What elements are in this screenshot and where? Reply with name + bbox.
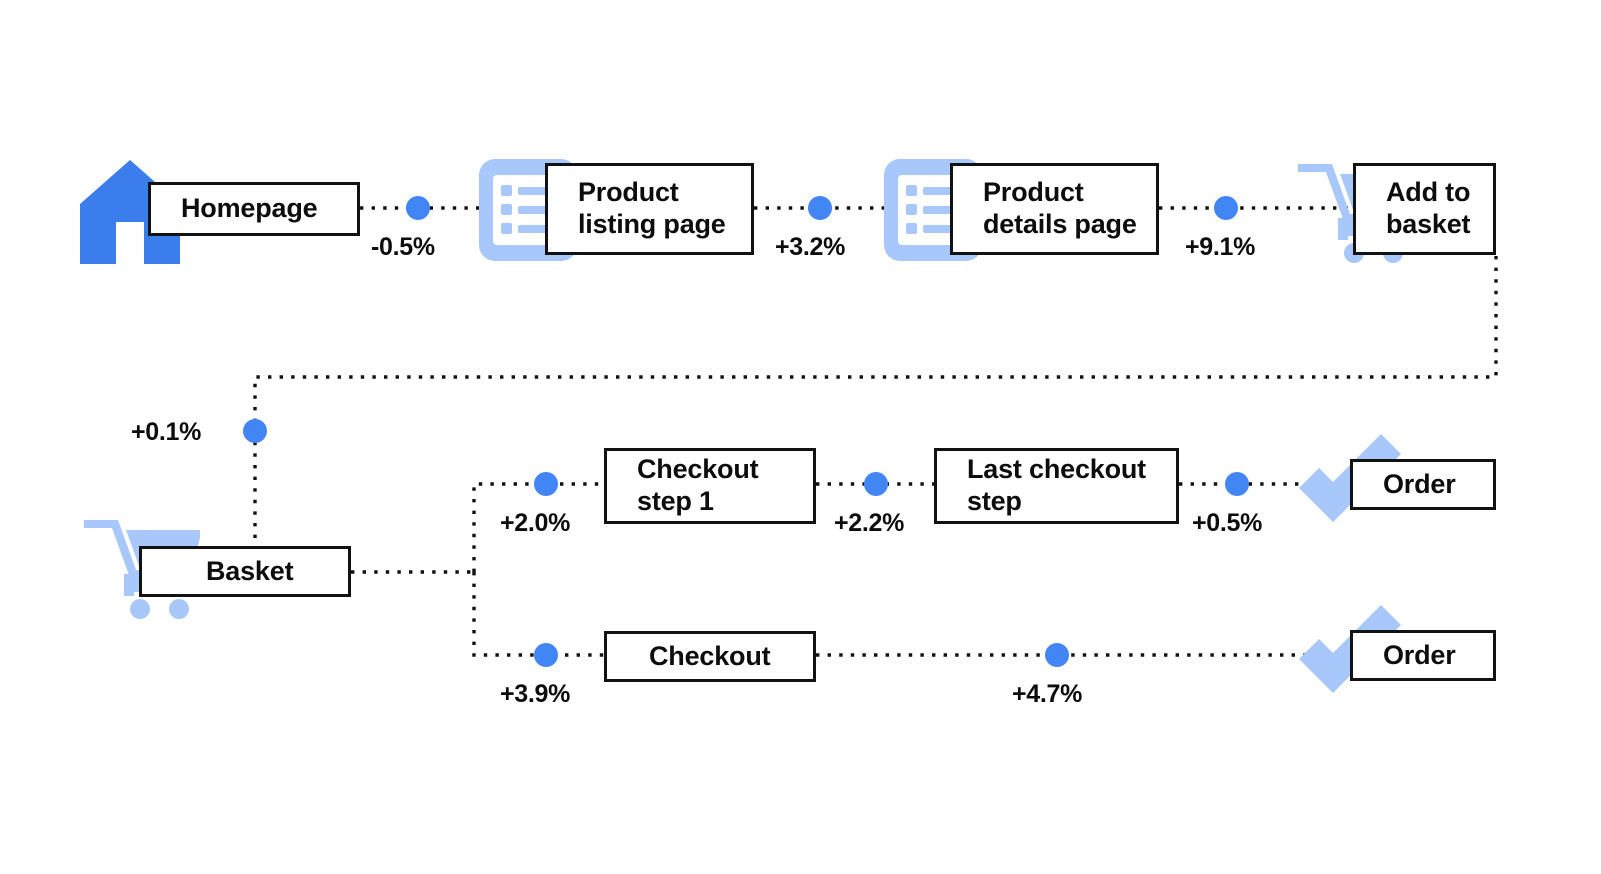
edge-dot-listing-to-details[interactable] — [808, 196, 832, 220]
node-label: Checkout step 1 — [637, 454, 759, 516]
node-add-to-basket[interactable]: Add to basket — [1353, 163, 1496, 255]
edge-dot-basket-to-checkout[interactable] — [534, 643, 558, 667]
edge-label-listing-to-details: +3.2% — [775, 233, 846, 261]
edge-label-add-to-basket-to-basket: +0.1% — [131, 418, 202, 446]
edge-dot-homepage-to-listing[interactable] — [406, 196, 430, 220]
node-label: Checkout — [649, 640, 771, 671]
node-label: Homepage — [181, 193, 318, 224]
node-last-checkout-step[interactable]: Last checkout step — [934, 448, 1179, 524]
edge-label-step-1-to-last-step: +2.2% — [834, 509, 905, 537]
node-order-bottom[interactable]: Order — [1350, 630, 1496, 681]
edge-label-last-step-to-order-top: +0.5% — [1192, 509, 1263, 537]
node-basket[interactable]: Basket — [139, 546, 351, 597]
edge-label-checkout-to-order-bottom: +4.7% — [1012, 680, 1083, 708]
node-label: Order — [1383, 468, 1456, 499]
node-label: Product listing page — [578, 177, 726, 239]
edge-dot-checkout-to-order-bottom[interactable] — [1045, 643, 1069, 667]
node-checkout-step-1[interactable]: Checkout step 1 — [604, 448, 816, 524]
node-label: Add to basket — [1386, 177, 1471, 239]
node-label: Basket — [206, 555, 294, 586]
edge-dot-add-to-basket-to-basket[interactable] — [243, 419, 267, 443]
edge-dot-last-step-to-order-top[interactable] — [1225, 472, 1249, 496]
node-product-details-page[interactable]: Product details page — [950, 163, 1159, 255]
edge-label-basket-to-checkout-step-1: +2.0% — [500, 509, 571, 537]
edge-label-homepage-to-listing: -0.5% — [371, 233, 435, 261]
edge-label-details-to-add-to-basket: +9.1% — [1185, 233, 1256, 261]
node-label: Product details page — [983, 177, 1137, 239]
node-homepage[interactable]: Homepage — [148, 182, 360, 236]
connector-add-to-basket-to-basket — [253, 256, 1498, 548]
node-product-listing-page[interactable]: Product listing page — [545, 163, 754, 255]
node-order-top[interactable]: Order — [1350, 459, 1496, 510]
edge-label-basket-to-checkout: +3.9% — [500, 680, 571, 708]
node-label: Order — [1383, 639, 1456, 670]
node-checkout[interactable]: Checkout — [604, 631, 816, 682]
connector-basket-branch-down — [472, 572, 605, 657]
node-label: Last checkout step — [967, 454, 1146, 516]
edge-dot-details-to-add-to-basket[interactable] — [1214, 196, 1238, 220]
edge-dot-step-1-to-last-step[interactable] — [864, 472, 888, 496]
edge-dot-basket-to-checkout-step-1[interactable] — [534, 472, 558, 496]
